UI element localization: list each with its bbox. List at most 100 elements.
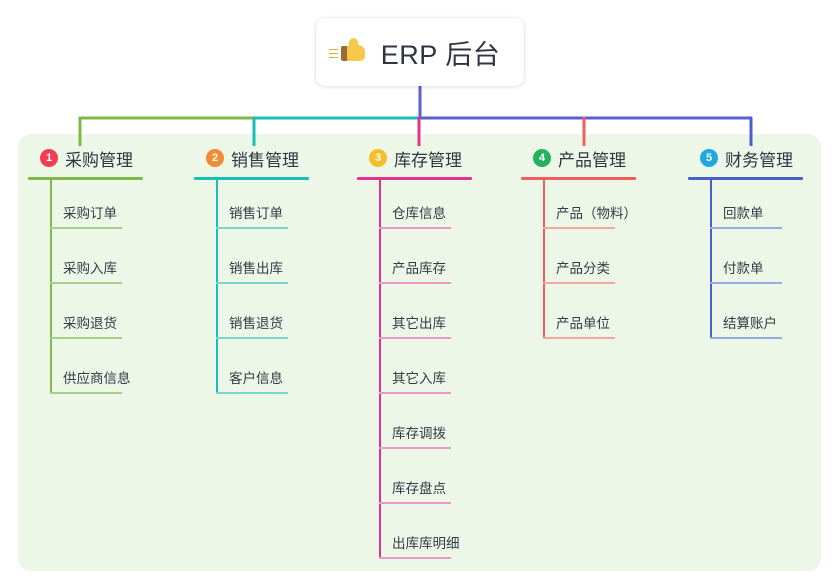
branch-items-4: 产品（物料） 产品分类产品单位 <box>521 180 637 345</box>
branch-item-underline <box>50 392 122 394</box>
branch-item[interactable]: 产品库存 <box>357 235 472 290</box>
branch-item-label: 采购退货 <box>63 316 117 331</box>
branch-item-label: 其它入库 <box>392 371 446 386</box>
branch-column-4: 4 产品管理产品（物料） 产品分类产品单位 <box>521 146 637 345</box>
branch-item-label: 产品（物料） <box>556 206 637 221</box>
branch-badge-4: 4 <box>533 149 551 167</box>
branch-column-5: 5 财务管理回款单付款单结算账户 <box>688 146 803 345</box>
branch-item-underline <box>50 227 122 229</box>
branch-item[interactable]: 付款单 <box>688 235 803 290</box>
branch-item[interactable]: 销售订单 <box>194 180 309 235</box>
branch-spine-1 <box>50 180 52 393</box>
branch-item-underline <box>379 502 451 504</box>
branch-item-label: 其它出库 <box>392 316 446 331</box>
branch-item[interactable]: 采购入库 <box>28 235 143 290</box>
branch-header-4[interactable]: 4 产品管理 <box>521 146 636 170</box>
branch-underline-5 <box>688 177 803 180</box>
branch-item[interactable]: 供应商信息 <box>28 345 143 400</box>
branch-items-1: 采购订单采购入库采购退货供应商信息 <box>28 180 143 400</box>
branch-spine-4 <box>543 180 545 338</box>
branch-item[interactable]: 产品分类 <box>521 235 636 290</box>
branch-title-2: 销售管理 <box>231 150 299 170</box>
branch-spine-2 <box>216 180 218 393</box>
branch-item[interactable]: 出库库明细 <box>357 510 472 565</box>
branch-column-2: 2 销售管理销售订单销售出库销售退货客户信息 <box>194 146 309 400</box>
branch-item-underline <box>710 227 782 229</box>
branch-item-label: 产品库存 <box>392 261 446 276</box>
thumbs-up-icon <box>328 37 370 67</box>
branch-item-label: 采购订单 <box>63 206 117 221</box>
branch-item-underline <box>216 337 288 339</box>
branch-item-underline <box>543 227 615 229</box>
branch-underline-2 <box>194 177 309 180</box>
branch-item-underline <box>50 337 122 339</box>
branch-item[interactable]: 仓库信息 <box>357 180 472 235</box>
branch-badge-2: 2 <box>206 149 224 167</box>
branch-item[interactable]: 产品（物料） <box>521 180 637 235</box>
branch-item[interactable]: 库存盘点 <box>357 455 472 510</box>
branch-item[interactable]: 采购退货 <box>28 290 143 345</box>
branch-item-underline <box>379 337 451 339</box>
branch-item-underline <box>379 447 451 449</box>
branch-title-5: 财务管理 <box>725 150 793 170</box>
branch-item[interactable]: 销售出库 <box>194 235 309 290</box>
branch-item-underline <box>379 392 451 394</box>
branch-item-underline <box>216 227 288 229</box>
branch-items-2: 销售订单销售出库销售退货客户信息 <box>194 180 309 400</box>
branch-title-3: 库存管理 <box>394 150 462 170</box>
branch-item-underline <box>379 282 451 284</box>
branch-item[interactable]: 采购订单 <box>28 180 143 235</box>
branch-item-underline <box>710 337 782 339</box>
root-node[interactable]: ERP 后台 <box>316 18 524 86</box>
branch-underline-4 <box>521 177 636 180</box>
branch-item[interactable]: 其它入库 <box>357 345 472 400</box>
branch-item[interactable]: 产品单位 <box>521 290 636 345</box>
branch-item-underline <box>710 282 782 284</box>
branch-item-label: 结算账户 <box>723 316 777 331</box>
branch-item-underline <box>379 227 451 229</box>
branch-item[interactable]: 客户信息 <box>194 345 309 400</box>
branch-item[interactable]: 库存调拨 <box>357 400 472 455</box>
branch-item-underline <box>50 282 122 284</box>
branch-item-label: 付款单 <box>723 261 764 276</box>
branch-title-1: 采购管理 <box>65 150 133 170</box>
branch-item-label: 出库库明细 <box>392 536 460 551</box>
branch-item-label: 库存盘点 <box>392 481 446 496</box>
branch-item-label: 产品分类 <box>556 261 610 276</box>
root-title: ERP 后台 <box>380 39 501 70</box>
branch-item-label: 销售订单 <box>229 206 283 221</box>
branch-badge-5: 5 <box>700 149 718 167</box>
branch-column-3: 3 库存管理仓库信息产品库存其它出库其它入库库存调拨库存盘点出库库明细 <box>357 146 472 565</box>
branch-item-underline <box>543 337 615 339</box>
branch-spine-3 <box>379 180 381 558</box>
branch-badge-3: 3 <box>369 149 387 167</box>
branch-item-label: 采购入库 <box>63 261 117 276</box>
branch-item-label: 销售退货 <box>229 316 283 331</box>
branch-item[interactable]: 回款单 <box>688 180 803 235</box>
branch-item[interactable]: 结算账户 <box>688 290 803 345</box>
branch-items-5: 回款单付款单结算账户 <box>688 180 803 345</box>
branch-header-1[interactable]: 1 采购管理 <box>28 146 143 170</box>
branch-item[interactable]: 销售退货 <box>194 290 309 345</box>
branch-header-3[interactable]: 3 库存管理 <box>357 146 472 170</box>
branch-underline-3 <box>357 177 472 180</box>
branch-item-label: 客户信息 <box>229 371 283 386</box>
branch-item-label: 供应商信息 <box>63 371 131 386</box>
branch-item-label: 库存调拨 <box>392 426 446 441</box>
branch-badge-1: 1 <box>40 149 58 167</box>
branch-items-3: 仓库信息产品库存其它出库其它入库库存调拨库存盘点出库库明细 <box>357 180 472 565</box>
diagram-panel <box>18 134 821 571</box>
branch-item-label: 销售出库 <box>229 261 283 276</box>
branch-item[interactable]: 其它出库 <box>357 290 472 345</box>
branch-header-5[interactable]: 5 财务管理 <box>688 146 803 170</box>
branch-item-label: 仓库信息 <box>392 206 446 221</box>
branch-item-underline <box>216 282 288 284</box>
branch-item-label: 产品单位 <box>556 316 610 331</box>
branch-title-4: 产品管理 <box>558 150 626 170</box>
branch-header-2[interactable]: 2 销售管理 <box>194 146 309 170</box>
branch-item-underline <box>216 392 288 394</box>
branch-column-1: 1 采购管理采购订单采购入库采购退货供应商信息 <box>28 146 143 400</box>
branch-underline-1 <box>28 177 143 180</box>
branch-item-label: 回款单 <box>723 206 764 221</box>
